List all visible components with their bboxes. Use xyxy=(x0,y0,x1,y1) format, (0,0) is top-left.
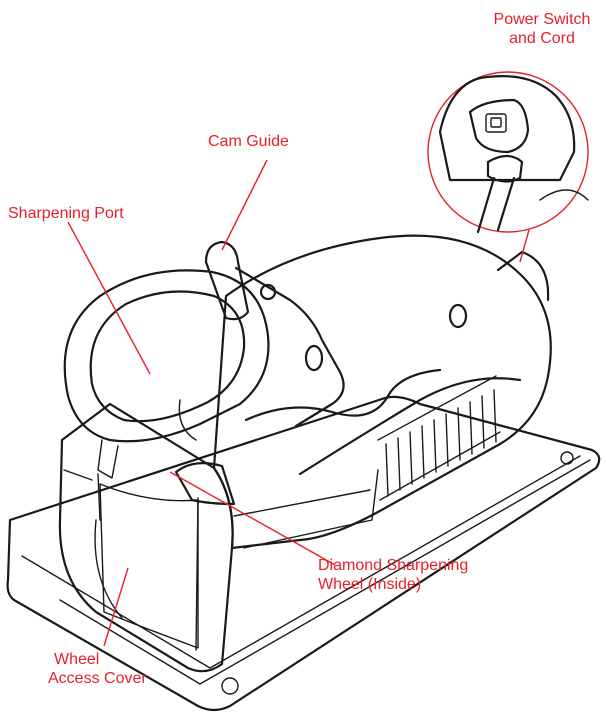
callout-power-switch: Power Switch and Cord xyxy=(493,11,591,47)
power-switch-icon xyxy=(485,113,507,133)
front-housing xyxy=(58,402,234,673)
motor-body xyxy=(212,234,552,550)
wheel-access-cover xyxy=(99,483,199,649)
base-plate xyxy=(6,395,601,712)
callout-cam-guide: Cam Guide xyxy=(208,133,289,150)
callout-diamond-wheel: Diamond Sharpening Wheel (Inside) xyxy=(318,557,469,593)
cam-guide xyxy=(174,240,345,506)
sharpening-port xyxy=(63,269,270,479)
power-switch-inset xyxy=(427,71,589,234)
vent-grille xyxy=(377,375,501,501)
callout-wheel-cover: Wheel Access Cover xyxy=(48,651,147,687)
leader-lines xyxy=(67,159,530,647)
callout-sharpening-port: Sharpening Port xyxy=(8,205,124,222)
